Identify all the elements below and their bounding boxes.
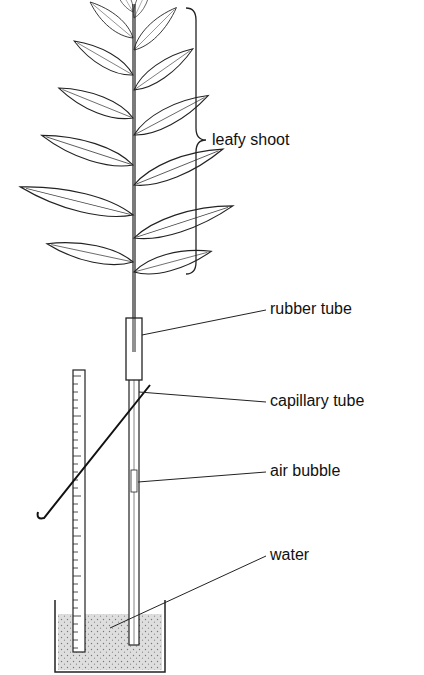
scale-tick <box>73 560 78 561</box>
scale-tick <box>73 488 78 489</box>
scale-tick <box>73 648 78 649</box>
scale-tick <box>73 504 78 505</box>
beaker <box>55 600 165 672</box>
scale-tick <box>73 592 78 593</box>
scale-tick <box>73 552 78 553</box>
scale-tick <box>73 424 78 425</box>
tube-bore <box>134 340 135 645</box>
scale-tick <box>73 576 81 577</box>
scale-tick <box>73 616 81 617</box>
scale-tick <box>73 496 81 497</box>
scale-tick <box>73 640 78 641</box>
scale-tick <box>73 520 78 521</box>
scale-tick <box>73 544 78 545</box>
scale-tick <box>73 432 78 433</box>
scale-tick <box>73 584 78 585</box>
rubber-tube <box>126 318 142 380</box>
air-bubble <box>131 470 137 492</box>
part-label: air bubble <box>270 462 340 480</box>
scale-tick <box>73 392 78 393</box>
leader-lines <box>110 310 266 628</box>
scale-tick <box>73 400 78 401</box>
stem <box>133 4 135 350</box>
scale-tick <box>73 448 78 449</box>
scale-tick <box>73 600 78 601</box>
scale-tick <box>73 536 81 537</box>
scale-tick <box>73 624 78 625</box>
scale-ticks <box>73 376 81 648</box>
scale-tick <box>73 416 81 417</box>
scale-tick <box>73 472 78 473</box>
scale <box>73 370 85 652</box>
leaves <box>18 0 235 280</box>
part-label: leafy shoot <box>212 131 289 149</box>
stem-end <box>133 318 135 352</box>
scale-tick <box>73 384 78 385</box>
scale-tick <box>73 376 81 377</box>
scale-tick <box>73 632 78 633</box>
scale-tick <box>73 456 81 457</box>
scale-tick <box>73 608 78 609</box>
scale-tick <box>73 568 78 569</box>
scale-tick <box>73 408 78 409</box>
scale-tick <box>73 464 78 465</box>
part-label: rubber tube <box>270 300 352 318</box>
clip-wire <box>38 385 150 518</box>
scale-tick <box>73 528 78 529</box>
scale-tick <box>73 512 78 513</box>
bracket <box>186 8 206 274</box>
scale-tick <box>73 440 78 441</box>
part-label: capillary tube <box>270 392 364 410</box>
part-label: water <box>270 546 309 564</box>
